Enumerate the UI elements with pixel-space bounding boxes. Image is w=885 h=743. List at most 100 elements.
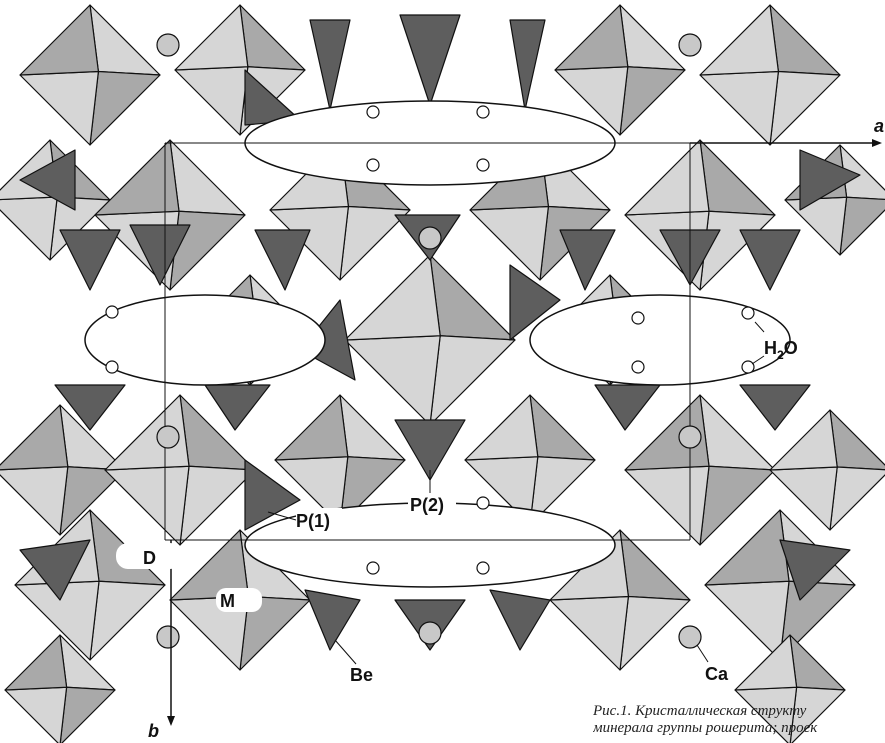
p2-label-backdrop (408, 492, 456, 514)
be-label: Be (350, 665, 373, 685)
octahedron-face (4, 686, 68, 743)
water-label-o: O (784, 338, 798, 358)
octahedron-face (784, 196, 848, 256)
octahedron-face (829, 466, 885, 531)
octahedron-face (789, 634, 846, 691)
tetrahedron (19, 149, 76, 211)
d-site-label: D (143, 548, 156, 568)
water-leader-line (754, 321, 765, 333)
octahedron-face (769, 70, 841, 146)
octahedron-face (59, 686, 116, 743)
axis-b-label: b (148, 721, 159, 741)
octahedron-face (169, 210, 246, 291)
water-leader-line-2 (751, 355, 765, 365)
ions-layer (105, 33, 755, 649)
calcium-ion (418, 226, 442, 250)
tetrahedron (254, 229, 311, 291)
water-molecule (366, 561, 380, 575)
water-molecule (366, 158, 380, 172)
tetrahedron (59, 229, 121, 291)
tetrahedron (509, 264, 561, 341)
m-label-backdrop (216, 588, 262, 612)
octahedron-face (839, 196, 885, 256)
calcium-ion (678, 33, 702, 57)
octahedron-face (0, 404, 69, 471)
ca-leader-line (696, 644, 709, 663)
tetrahedron (739, 229, 801, 291)
tetrahedron (204, 384, 271, 431)
octahedron-face (169, 139, 246, 216)
octahedron-face (344, 254, 441, 341)
octahedron-face (169, 529, 249, 601)
tetrahedron (559, 229, 616, 291)
calcium-ion (156, 425, 180, 449)
calcium-ion (156, 625, 180, 649)
axis-a-label: a (874, 116, 884, 136)
tetrahedron (299, 299, 356, 381)
water-molecule (741, 306, 755, 320)
p1-leader-line (267, 511, 297, 521)
octahedron-face (4, 634, 68, 691)
water-molecule (105, 305, 119, 319)
octahedron-face (0, 466, 69, 536)
tetrahedron (54, 384, 126, 431)
water-molecule (476, 158, 490, 172)
water-molecule (105, 360, 119, 374)
tetrahedra-layer (19, 14, 861, 651)
octahedron-face (429, 254, 516, 341)
water-molecule (631, 360, 645, 374)
calcium-ion (418, 621, 442, 645)
octahedron-face (239, 4, 306, 71)
octahedron-face (699, 139, 776, 216)
octahedron-face (699, 70, 780, 146)
tetrahedron (399, 14, 461, 106)
tetrahedron (799, 149, 861, 211)
be-leader-line (334, 639, 357, 665)
octahedron-face (274, 394, 349, 461)
axis-a-arrowhead (872, 139, 882, 147)
water-molecule (366, 105, 380, 119)
caption-line-2: минерала группы рошерита; проек (593, 720, 818, 736)
tetrahedron (509, 19, 546, 111)
m-site-label: M (220, 591, 235, 611)
octahedron-face (464, 394, 539, 461)
tetrahedron (394, 419, 466, 481)
octahedron-face (104, 465, 190, 546)
octahedron-face (19, 4, 100, 76)
octahedron-face (829, 409, 885, 471)
water-molecule (476, 496, 490, 510)
tetrahedron (489, 589, 551, 651)
p1-label-backdrop (296, 508, 342, 530)
octahedron-face (469, 205, 550, 281)
octahedron-face (344, 335, 441, 426)
water-molecule (476, 561, 490, 575)
water-label: H2O (764, 338, 798, 362)
channel-left (84, 294, 326, 386)
octahedron-face (624, 465, 710, 546)
water-label-h: H (764, 338, 777, 358)
tetrahedron (594, 384, 661, 431)
octahedron-face (94, 139, 180, 216)
octahedron-face (89, 70, 161, 146)
octahedron-face (0, 196, 58, 261)
octahedron-face (769, 4, 841, 76)
octahedron-face (89, 580, 166, 661)
water-molecule (741, 360, 755, 374)
octahedron-face (429, 335, 516, 426)
octahedron-face (174, 4, 249, 71)
octahedron-face (19, 70, 100, 146)
tetrahedron (244, 459, 301, 531)
octahedron-face (769, 409, 838, 471)
p1-label: P(1) (296, 511, 330, 531)
calcium-ion (678, 625, 702, 649)
octahedron-face (529, 394, 596, 461)
tetrahedron (739, 384, 811, 431)
tetrahedron (779, 539, 851, 601)
calcium-ion (156, 33, 180, 57)
octahedron-face (89, 4, 161, 76)
caption-line-1: Рис.1. Кристаллическая структу (593, 703, 807, 719)
octahedron-face (174, 66, 249, 136)
tetrahedron (309, 19, 351, 111)
unit-cell-outline (164, 142, 691, 541)
